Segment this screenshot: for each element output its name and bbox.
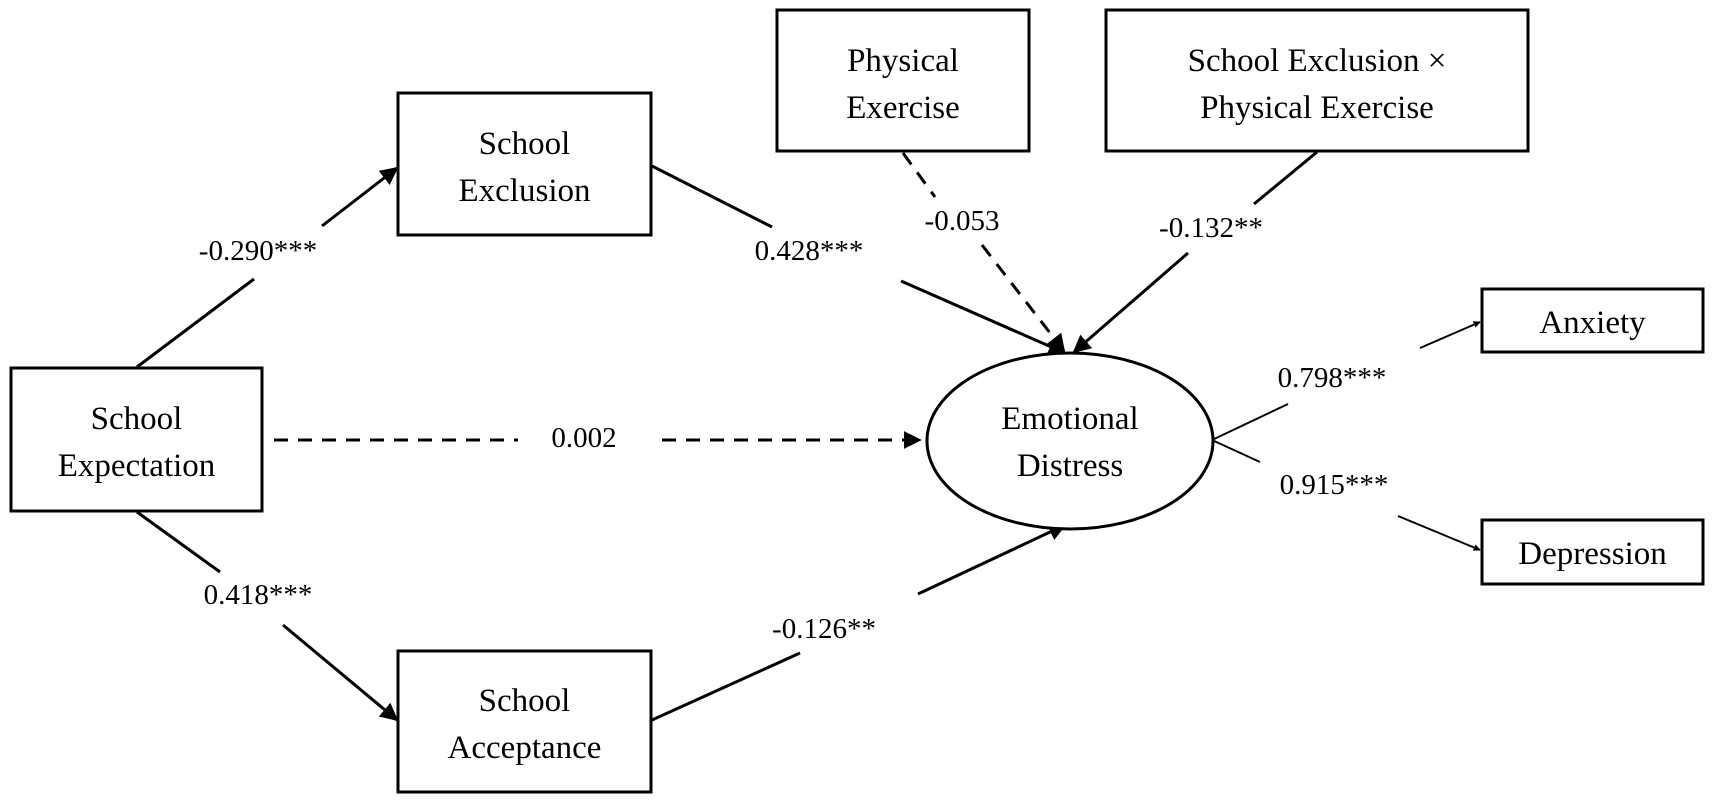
path-expectation-to-exclusion-segment-2 [321, 166, 399, 228]
path-acceptance-to-distress-segment-2 [917, 523, 1067, 596]
node-interaction-term: School Exclusion × Physical Exercise [1104, 8, 1530, 153]
node-interaction-term-line-2: Physical Exercise [1200, 90, 1434, 126]
coef-distress-to-anxiety: 0.798*** [1278, 362, 1387, 394]
path-exclusion-to-distress-segment-1 [651, 164, 773, 229]
path-distress-to-depression-segment-1 [1211, 439, 1261, 463]
node-emotional-distress-line-2: Distress [1017, 448, 1123, 484]
coef-interaction-to-distress: -0.132** [1159, 212, 1263, 244]
node-emotional-distress-line-1: Emotional [1001, 401, 1138, 437]
coef-exclusion-to-distress: 0.428*** [755, 235, 864, 267]
path-exercise-to-distress-segment-1 [901, 152, 937, 198]
node-depression-label: Depression [1518, 536, 1666, 572]
node-school-exclusion-line-2: Exclusion [459, 173, 591, 209]
path-interaction-to-distress-segment-2 [1072, 251, 1189, 354]
node-emotional-distress: Emotional Distress [925, 351, 1215, 531]
path-distress-to-depression-segment-2 [1397, 515, 1481, 551]
node-interaction-term-line-1: School Exclusion × [1188, 43, 1447, 79]
path-distress-to-anxiety-segment-1 [1211, 403, 1289, 441]
node-school-acceptance: School Acceptance [396, 649, 653, 794]
coef-expectation-to-distress: 0.002 [551, 422, 616, 454]
node-depression: Depression [1480, 518, 1705, 586]
node-school-expectation-line-2: Expectation [58, 448, 216, 484]
node-school-acceptance-line-2: Acceptance [448, 730, 602, 766]
path-interaction-to-distress-segment-1 [1253, 150, 1318, 206]
node-school-expectation: School Expectation [9, 366, 264, 513]
path-acceptance-to-distress-segment-1 [651, 651, 801, 722]
coef-expectation-to-exclusion: -0.290*** [199, 235, 317, 267]
path-exclusion-to-distress-segment-2 [900, 279, 1067, 355]
coef-expectation-to-acceptance: 0.418*** [204, 579, 313, 611]
coef-acceptance-to-distress: -0.126** [772, 613, 876, 645]
node-physical-exercise: Physical Exercise [775, 8, 1031, 153]
path-expectation-to-acceptance-segment-2 [282, 623, 399, 722]
node-anxiety-label: Anxiety [1539, 305, 1646, 341]
node-school-exclusion-line-1: School [479, 126, 571, 162]
node-anxiety: Anxiety [1480, 287, 1705, 354]
node-physical-exercise-line-2: Exercise [846, 90, 960, 126]
node-school-exclusion: School Exclusion [396, 91, 653, 237]
path-expectation-to-exclusion-segment-1 [136, 277, 255, 369]
path-distress-to-anxiety-segment-2 [1419, 321, 1481, 349]
coef-distress-to-depression: 0.915*** [1280, 469, 1389, 501]
coef-exercise-to-distress: -0.053 [925, 205, 1000, 237]
node-physical-exercise-line-1: Physical [847, 43, 959, 79]
node-school-expectation-line-1: School [91, 401, 183, 437]
path-expectation-to-acceptance-segment-1 [136, 510, 221, 574]
node-school-acceptance-line-1: School [479, 683, 571, 719]
